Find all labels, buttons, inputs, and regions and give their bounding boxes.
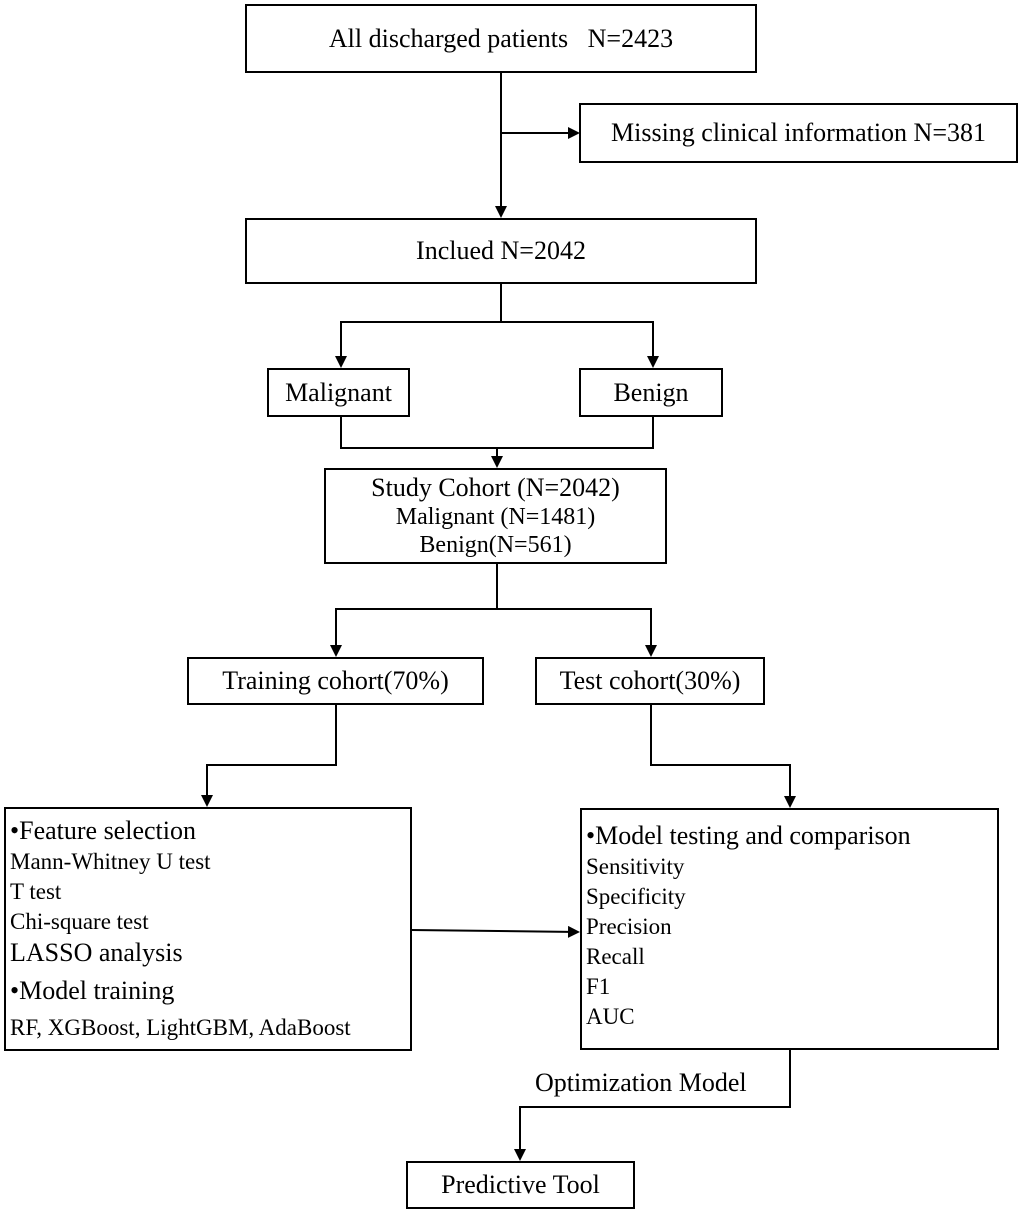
connector-study-split	[330, 563, 498, 657]
method-t-test: T test	[10, 879, 62, 904]
missing-info-text: Missing clinical information N=381	[610, 118, 986, 147]
missing-info-box: Missing clinical information N=381	[579, 103, 1018, 163]
connector-merge	[340, 416, 654, 449]
method-chi-square: Chi-square test	[10, 909, 149, 934]
connector-included-split	[340, 284, 502, 366]
training-cohort-box: Training cohort(70%)	[187, 657, 484, 705]
metric-recall: Recall	[586, 944, 645, 969]
feature-selection-heading: •Feature selection	[10, 816, 196, 845]
predictive-tool-box: Predictive Tool	[406, 1161, 635, 1209]
study-cohort-line1: Study Cohort (N=2042)	[371, 473, 620, 502]
all-discharged-text: All discharged patients N=2423	[328, 23, 674, 53]
feature-selection-panel: •Feature selection Mann-Whitney U test T…	[4, 807, 412, 1051]
model-training-heading: •Model training	[10, 976, 175, 1005]
study-cohort-line3: Benign(N=561)	[419, 532, 572, 558]
included-text: Inclued N=2042	[416, 236, 586, 265]
model-testing-heading: •Model testing and comparison	[586, 821, 911, 850]
test-cohort-box: Test cohort(30%)	[535, 657, 765, 705]
included-box: Inclued N=2042	[245, 218, 757, 284]
metric-precision: Precision	[586, 914, 672, 939]
model-testing-panel: •Model testing and comparison Sensitivit…	[580, 808, 999, 1050]
study-cohort-box: Study Cohort (N=2042) Malignant (N=1481)…	[324, 468, 667, 564]
benign-box: Benign	[579, 368, 723, 417]
method-lasso: LASSO analysis	[10, 938, 183, 967]
all-discharged-box: All discharged patients N=2423	[245, 4, 757, 73]
arrow-left-to-right	[410, 925, 580, 938]
model-list: RF, XGBoost, LightGBM, AdaBoost	[10, 1015, 351, 1040]
predictive-tool-text: Predictive Tool	[441, 1170, 600, 1199]
malignant-box: Malignant	[267, 368, 410, 417]
connector-to-benign	[501, 321, 659, 368]
test-cohort-text: Test cohort(30%)	[559, 666, 741, 695]
connector-training-to-left	[201, 704, 337, 807]
method-mann-whitney: Mann-Whitney U test	[10, 849, 211, 874]
optimization-model-label: Optimization Model	[535, 1068, 747, 1097]
study-cohort-line2: Malignant (N=1481)	[395, 504, 596, 530]
benign-text: Benign	[613, 377, 689, 407]
metric-auc: AUC	[586, 1004, 635, 1029]
metric-sensitivity: Sensitivity	[586, 854, 685, 879]
connector-test-to-right	[650, 704, 796, 808]
metric-specificity: Specificity	[586, 884, 686, 909]
training-cohort-text: Training cohort(70%)	[222, 666, 449, 695]
metric-f1: F1	[586, 974, 611, 999]
connector-to-test	[497, 608, 657, 657]
malignant-text: Malignant	[285, 377, 392, 407]
connector-to-predictive	[514, 1049, 791, 1161]
